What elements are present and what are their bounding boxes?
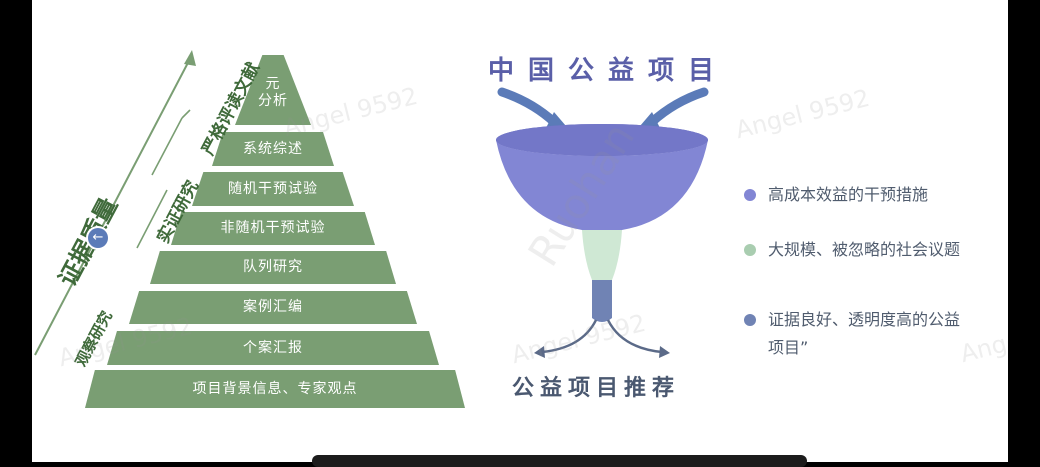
tier-label: 案例汇编 bbox=[243, 299, 303, 315]
pyramid-tier-non-rct: 非随机干预试验 bbox=[171, 212, 375, 245]
funnel-graphic bbox=[496, 87, 709, 358]
pyramid-tier-background: 项目背景信息、专家观点 bbox=[85, 370, 465, 408]
funnel-arrow-out-right bbox=[606, 319, 663, 354]
back-arrow-icon[interactable]: ← bbox=[88, 228, 108, 248]
tier-label: 随机干预试验 bbox=[228, 180, 318, 197]
funnel-arrow-in-left bbox=[497, 87, 559, 127]
tier-label-line2: 分析 bbox=[258, 93, 288, 109]
funnel-arrow-in-right bbox=[647, 87, 709, 127]
legend-dot bbox=[744, 314, 756, 326]
pyramid-tier-case-report: 个案汇报 bbox=[107, 331, 439, 365]
funnel-title-top: 中国公益项目 bbox=[488, 56, 729, 86]
axis-arrowhead bbox=[184, 50, 196, 66]
legend-text-line2: 项目” bbox=[768, 338, 809, 357]
tier-label: 队列研究 bbox=[243, 259, 303, 275]
funnel-bottom-section bbox=[592, 280, 612, 322]
legend-text: 证据良好、透明度高的公益 bbox=[768, 310, 961, 329]
legend-item-neglected-issues: 大规模、被忽略的社会议题 bbox=[744, 236, 960, 264]
legend-text: 高成本效益的干预措施 bbox=[768, 185, 929, 204]
watermark-angel-partial: Ange bbox=[957, 325, 1008, 369]
legend-dot bbox=[744, 189, 756, 201]
legend-item-transparent-projects: 证据良好、透明度高的公益 项目” bbox=[744, 306, 960, 362]
pyramid-tier-rct: 随机干预试验 bbox=[192, 172, 354, 206]
tier-label: 个案汇报 bbox=[243, 339, 303, 356]
funnel-title-bottom: 公益项目推荐 bbox=[512, 376, 681, 401]
legend-item-cost-effective: 高成本效益的干预措施 bbox=[744, 181, 928, 209]
funnel-middle-section bbox=[582, 230, 622, 280]
evidence-axis-lines bbox=[34, 50, 196, 356]
pyramid-tier-case-series: 案例汇编 bbox=[129, 291, 417, 324]
pyramid-tier-cohort: 队列研究 bbox=[150, 251, 396, 284]
funnel-arrow-out-left bbox=[541, 319, 598, 354]
tier-label: 非随机干预试验 bbox=[220, 220, 326, 236]
tier-label: 系统综述 bbox=[243, 140, 303, 157]
funnel-top-section bbox=[496, 140, 708, 230]
tier-label-line1: 元 bbox=[265, 76, 281, 92]
bottom-scroll-bar[interactable] bbox=[312, 455, 807, 467]
legend-dot bbox=[744, 244, 756, 256]
tier-label: 项目背景信息、专家观点 bbox=[192, 380, 358, 397]
pyramid-tier-systematic-review: 系统综述 bbox=[212, 132, 334, 166]
legend-text: 大规模、被忽略的社会议题 bbox=[768, 240, 961, 259]
slide: 元分析 系统综述 随机干预试验 非随机干预试验 队列研究 案例汇编 个案汇报 项… bbox=[32, 0, 1008, 462]
